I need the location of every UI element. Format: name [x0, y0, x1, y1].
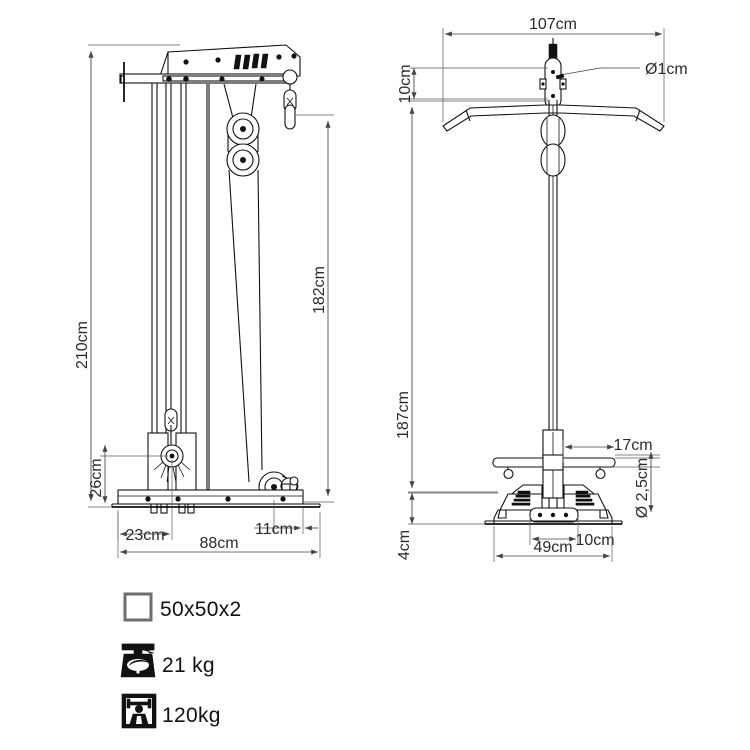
leader-diameter-1cm: Ø1cm [555, 61, 688, 80]
dimension-88cm: 88cm [117, 512, 321, 558]
bench-press-icon [121, 693, 157, 729]
dimension-26cm-label: 26cm [88, 458, 105, 497]
dimension-107cm-label: 107cm [529, 16, 577, 33]
top-head-housing [159, 44, 301, 77]
side-pulleys [540, 114, 566, 177]
diameter-1cm-label: Ø1cm [645, 61, 688, 78]
legend-label-weight: 21 kg [162, 654, 215, 677]
vent-slots-icon [233, 53, 269, 70]
legend-label-max-load: 120kg [162, 704, 221, 727]
dimension-49cm-label: 49cm [533, 539, 572, 556]
dimension-10cm-bracket: 10cm [397, 64, 548, 104]
dimension-187cm-label: 187cm [395, 391, 412, 439]
tread-slots-right-icon [575, 490, 595, 506]
legend: 50x50x2 21 kg [120, 592, 242, 729]
dimension-187cm: 187cm [395, 100, 548, 493]
legend-item-max-load: 120kg [121, 693, 221, 729]
dimension-11cm: 11cm [254, 500, 318, 538]
dimension-210cm: 210cm [74, 44, 180, 508]
main-cable [206, 84, 263, 490]
legend-label-profile: 50x50x2 [160, 598, 242, 621]
side-elevation-view: Ø1cm [395, 16, 688, 562]
legend-item-weight: 21 kg [120, 643, 215, 678]
base-foot-plates [499, 484, 607, 512]
dimension-10cm-base: 10cm [529, 516, 615, 549]
legend-item-profile: 50x50x2 [123, 592, 242, 622]
dimension-diameter-2-5cm: Ø 2,5cm [612, 452, 660, 518]
dimension-4cm: 4cm [396, 492, 498, 560]
square-profile-icon [123, 592, 153, 622]
front-elevation-view: 210cm 182cm 26cm 23cm 11cm [74, 44, 334, 558]
tread-slots-left-icon [511, 490, 531, 506]
dimension-26cm: 26cm [88, 445, 168, 503]
dimension-10cm-bracket-label: 10cm [397, 64, 414, 103]
weight-stack [147, 408, 197, 514]
weight-stack-guide-rods [151, 83, 187, 437]
base-plate [484, 507, 623, 525]
dimension-11cm-label: 11cm [255, 521, 293, 538]
dimension-4cm-label: 4cm [396, 530, 413, 560]
dimension-10cm-base-label: 10cm [575, 532, 614, 549]
dimension-88cm-label: 88cm [199, 535, 238, 552]
snap-hook-assembly [282, 69, 298, 130]
upper-bracket [539, 57, 567, 109]
dimension-182cm: 182cm [296, 114, 334, 503]
dimension-107cm: 107cm [442, 16, 665, 122]
dimension-23cm-label: 23cm [125, 527, 164, 544]
dimension-49cm: 49cm [493, 526, 613, 562]
dimension-210cm-label: 210cm [74, 321, 91, 369]
upper-double-pulley [223, 83, 260, 177]
base-rail [111, 489, 321, 508]
diameter-2-5cm-label: Ø 2,5cm [634, 458, 651, 518]
foot-cross-bar [492, 454, 616, 480]
lat-pulldown-bar [442, 104, 665, 132]
weight-scale-icon [120, 643, 156, 678]
top-cross-beam [119, 62, 291, 102]
dimension-182cm-label: 182cm [311, 266, 328, 314]
dimension-17cm-label: 17cm [613, 437, 652, 454]
